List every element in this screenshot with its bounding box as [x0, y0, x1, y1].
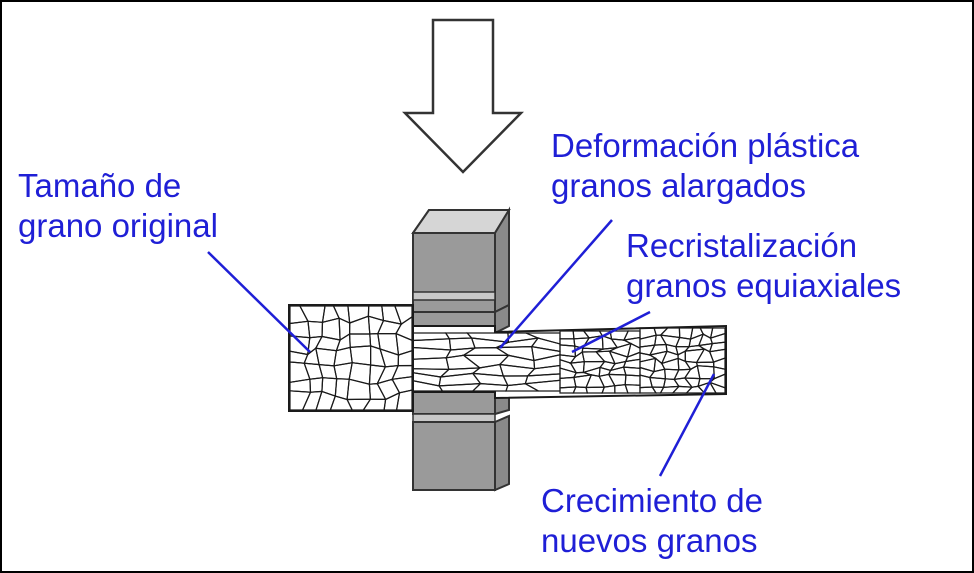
- leader-original-grain: [207, 251, 311, 353]
- label-plastic-deformation: Deformación plástica granos alargados: [551, 127, 860, 204]
- leader-recrystallization: [571, 310, 651, 354]
- workpiece: [288, 304, 727, 412]
- new-grain: [708, 381, 726, 394]
- label-recrystallization: Recristalización granos equiaxiales: [626, 227, 902, 304]
- leader-plastic-deformation: [499, 219, 613, 349]
- down-arrow-icon: [402, 18, 524, 174]
- grain-structure: [289, 305, 726, 411]
- leader-grain-growth: [658, 373, 716, 477]
- label-grain-growth: Crecimiento de nuevos granos: [541, 482, 763, 559]
- equiaxed-grain: [395, 389, 413, 411]
- lower-roll: [412, 391, 510, 492]
- label-original-grain: Tamaño de grano original: [18, 167, 218, 244]
- upper-roll: [411, 206, 511, 335]
